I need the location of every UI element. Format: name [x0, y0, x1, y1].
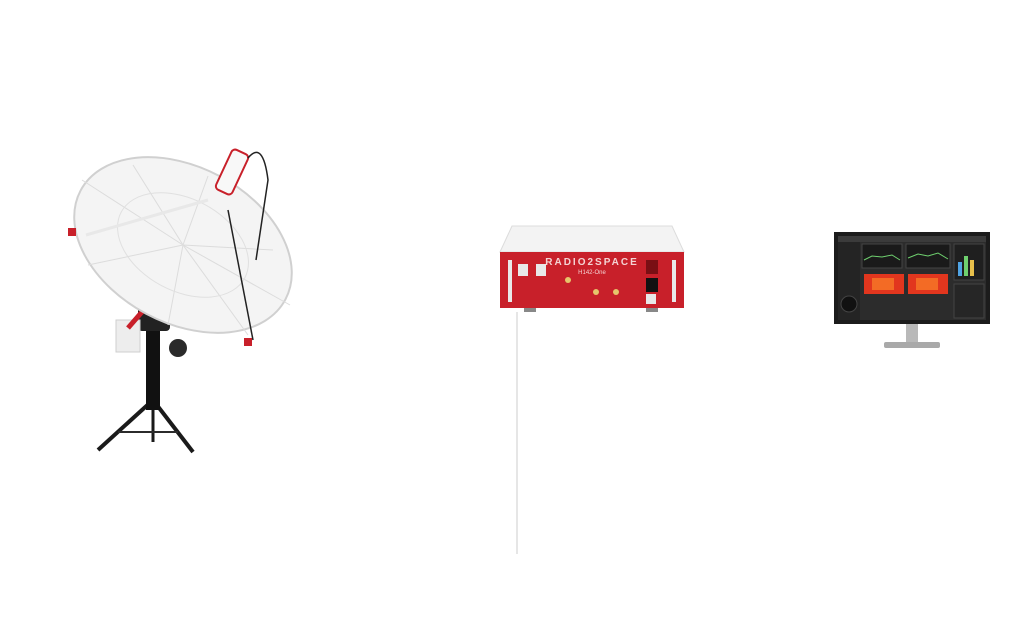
receiver-model: H142-One [578, 270, 606, 276]
receiver-brand: RADIO2SPACE [545, 257, 639, 268]
parabolic-dish-icon [68, 148, 293, 454]
signal-cable-line [516, 312, 518, 554]
receiver-unit-icon [499, 225, 685, 312]
receiver-unit: RADIO2SPACE H142-One [496, 222, 688, 318]
computer-monitor [832, 230, 992, 355]
monitor-icon [834, 232, 990, 348]
radio-telescope-antenna [58, 140, 308, 460]
